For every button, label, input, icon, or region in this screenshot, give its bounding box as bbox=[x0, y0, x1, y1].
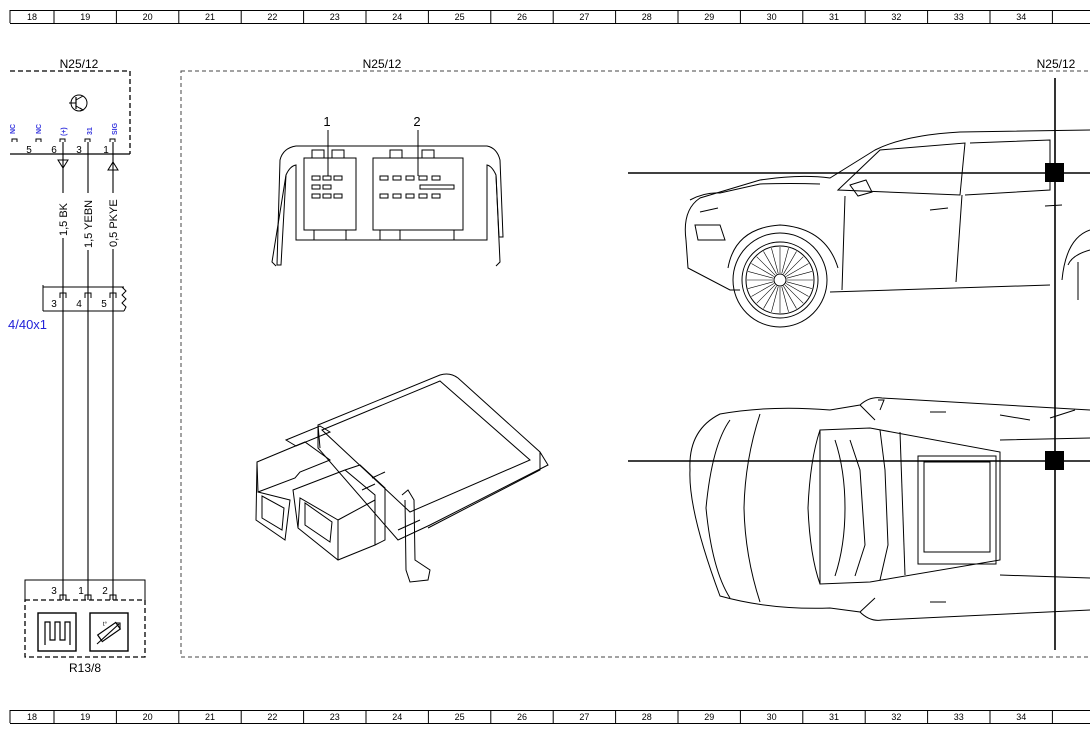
ruler-column-label: 28 bbox=[642, 12, 652, 22]
top-ruler: 18 19 20 21 22 23 24 25 26 27 28 29 30 31 32 33 34 bbox=[9, 10, 1090, 24]
ruler-column-label: 19 bbox=[80, 712, 90, 722]
ruler-column-label: 24 bbox=[392, 712, 402, 722]
ruler-column-label: 33 bbox=[954, 12, 964, 22]
connector-number: 1 bbox=[323, 114, 330, 129]
connector-reference-link[interactable]: 4/40x1 bbox=[8, 317, 47, 332]
heater-element-icon bbox=[37, 612, 77, 652]
ruler-column-label: 31 bbox=[829, 712, 839, 722]
ruler-column-label: 25 bbox=[455, 12, 465, 22]
ruler-column-label: 22 bbox=[267, 712, 277, 722]
pin-signal-nc-1: NC bbox=[10, 124, 17, 134]
wire-label-bk: 1,5 BK bbox=[58, 202, 70, 236]
connector-front-view bbox=[271, 130, 504, 267]
sensor-pin: 3 bbox=[51, 586, 57, 597]
connector-pin: 4 bbox=[76, 299, 82, 310]
wire-label-yebn: 1,5 YEBN bbox=[83, 200, 95, 248]
ruler-column-label: 18 bbox=[27, 712, 37, 722]
component-location-marker bbox=[1045, 163, 1064, 182]
svg-text:t°: t° bbox=[103, 622, 108, 628]
ruler-column-label: 33 bbox=[954, 712, 964, 722]
ruler-column-label: 34 bbox=[1016, 12, 1026, 22]
connector-pin: 3 bbox=[51, 299, 57, 310]
ruler-column-label: 25 bbox=[455, 712, 465, 722]
ruler-column-label: 27 bbox=[579, 12, 589, 22]
pin-number: 3 bbox=[76, 145, 82, 156]
ruler-column-label: 20 bbox=[143, 12, 153, 22]
ruler-column-label: 26 bbox=[517, 712, 527, 722]
ruler-column-label: 27 bbox=[579, 712, 589, 722]
ruler-column-label: 30 bbox=[767, 12, 777, 22]
ruler-column-label: 23 bbox=[330, 12, 340, 22]
variable-resistor-icon bbox=[89, 612, 129, 652]
vehicle-top-view bbox=[689, 397, 1090, 621]
inline-connector: 3 4 5 bbox=[42, 285, 127, 312]
connector-pin: 5 bbox=[101, 299, 107, 310]
control-unit-outline bbox=[10, 70, 131, 154]
component-location-marker bbox=[1045, 451, 1064, 470]
ruler-column-label: 30 bbox=[767, 712, 777, 722]
sensor-label: R13/8 bbox=[69, 661, 101, 675]
pin-signal-sig: SIG bbox=[112, 122, 119, 135]
pin-number: 5 bbox=[26, 145, 32, 156]
schematic: N25/12 NC NC (+) 31 SIG 5 6 3 1 bbox=[8, 57, 146, 675]
ruler-column-label: 21 bbox=[205, 712, 215, 722]
pin-number: 6 bbox=[51, 145, 57, 156]
component-view-title: N25/12 bbox=[363, 57, 402, 71]
sensor-component: 3 1 2 t° R13/8 bbox=[24, 579, 146, 675]
ruler-column-label: 26 bbox=[517, 12, 527, 22]
ruler-column-label: 22 bbox=[267, 12, 277, 22]
ruler-column-label: 29 bbox=[704, 712, 714, 722]
ruler-column-label: 34 bbox=[1016, 712, 1026, 722]
pin-signal-plus: (+) bbox=[61, 127, 68, 136]
pin-signal-31: 31 bbox=[87, 127, 94, 135]
ruler-column-label: 32 bbox=[891, 712, 901, 722]
ruler-column-label: 28 bbox=[642, 712, 652, 722]
ruler-column-label: 23 bbox=[330, 712, 340, 722]
sensor-pin: 1 bbox=[78, 586, 84, 597]
ruler-column-label: 21 bbox=[205, 12, 215, 22]
ruler-column-label: 24 bbox=[392, 12, 402, 22]
vehicle-view-title: N25/12 bbox=[1037, 57, 1076, 71]
bottom-ruler: 18 19 20 21 22 23 24 25 26 27 28 29 30 31 32 33 34 bbox=[9, 710, 1090, 724]
ruler-column-label: 20 bbox=[143, 712, 153, 722]
pin-signal-nc-2: NC bbox=[36, 124, 43, 134]
vehicle-side-view bbox=[684, 129, 1090, 328]
ruler-column-label: 19 bbox=[80, 12, 90, 22]
ruler-column-label: 29 bbox=[704, 12, 714, 22]
ruler-column-label: 31 bbox=[829, 12, 839, 22]
connector-number: 2 bbox=[413, 114, 420, 129]
component-frame bbox=[180, 70, 1090, 658]
ruler-column-label: 18 bbox=[27, 12, 37, 22]
wire-label-pkye: 0,5 PKYE bbox=[108, 199, 120, 247]
control-unit-label: N25/12 bbox=[60, 57, 99, 71]
sensor-pin: 2 bbox=[102, 586, 108, 597]
pin-number: 1 bbox=[103, 145, 109, 156]
control-unit-isometric-view bbox=[255, 373, 549, 583]
transistor-icon bbox=[69, 94, 88, 112]
ruler-column-label: 32 bbox=[891, 12, 901, 22]
